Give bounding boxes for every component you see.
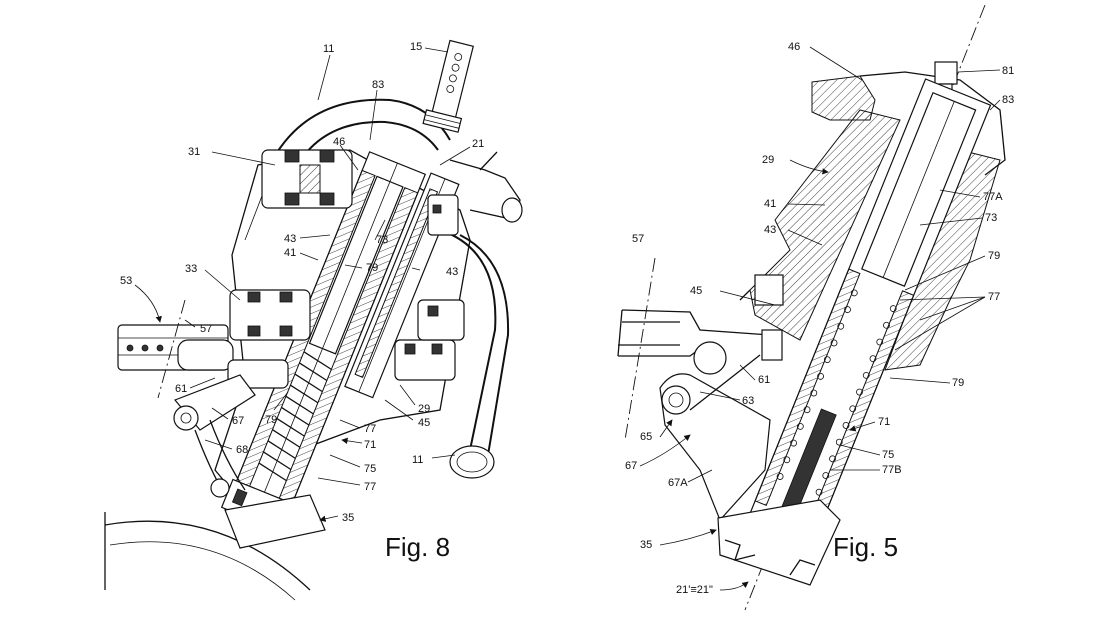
fig8-bearing-right (394, 299, 465, 381)
fig5-label-81: 81 (1002, 65, 1014, 77)
fig5-clevis (617, 309, 783, 375)
fig8-label-75: 75 (364, 463, 376, 475)
fig8-label-53: 53 (120, 275, 132, 287)
fig5-label-35: 35 (640, 539, 652, 551)
fig8-bottom-mount (224, 494, 326, 549)
fig5-label-77: 77 (988, 291, 1000, 303)
fig5-label-79-lower: 79 (952, 377, 964, 389)
fig8-clevis (117, 324, 289, 389)
fig8-label-35: 35 (342, 512, 354, 524)
fig8-label-11-bottom: 11 (412, 454, 423, 466)
fig8-label-43-left: 43 (284, 233, 296, 245)
fig5-caption: Fig. 5 (833, 532, 898, 562)
fig8-link-arm (173, 374, 256, 498)
fig8-label-46: 46 (333, 136, 345, 148)
fig8-label-61: 61 (175, 383, 187, 395)
fig8-bearing-upper (261, 149, 353, 209)
fig8-housing (214, 149, 471, 501)
fig5-label-61: 61 (758, 374, 770, 386)
fig8-bearing-lower (229, 289, 311, 341)
fig8-label-41: 41 (284, 247, 296, 259)
fig5-bottom-mount (717, 499, 841, 586)
fig8-label-79-lower: 79 (265, 414, 277, 426)
fig5-label-75: 75 (882, 449, 894, 461)
fig5-label-77B: 77B (882, 464, 902, 476)
fig8-label-57: 57 (200, 323, 212, 335)
fig8-label-83: 83 (372, 79, 384, 91)
fig5-label-45: 45 (690, 285, 702, 297)
fig8-label-71: 71 (364, 439, 376, 451)
fig8-label-11-top: 11 (323, 43, 334, 55)
fig5-vertical-axis-57 (624, 257, 656, 441)
fig8-wheel-arc (104, 520, 311, 591)
fig5-label-65: 65 (640, 431, 652, 443)
fig5-main-body (749, 109, 901, 341)
fig8-label-43-right: 43 (446, 266, 458, 278)
fig5-label-57: 57 (632, 233, 644, 245)
fig8-label-15: 15 (410, 41, 422, 53)
fig5-label-67A: 67A (668, 477, 688, 489)
fig8-label-77-upper: 77 (364, 423, 376, 435)
fig5-label-71: 71 (878, 416, 890, 428)
fig8-label-77-lower: 77 (364, 481, 376, 493)
fig8-label-31: 31 (188, 146, 200, 158)
fig8-label-67: 67 (232, 415, 244, 427)
fig5-label-29: 29 (762, 154, 774, 166)
fig5-label-79-upper: 79 (988, 250, 1000, 262)
fig8-caption: Fig. 8 (385, 532, 450, 562)
fig5-label-46: 46 (788, 41, 800, 53)
fig8-label-45: 45 (418, 417, 430, 429)
fig5-label-67: 67 (625, 460, 637, 472)
fig8-label-29: 29 (418, 403, 430, 415)
fig8-label-73: 73 (376, 234, 388, 246)
fig5-label-83: 83 (1002, 94, 1014, 106)
fig5-label-21-axis: 21'≡21" (676, 584, 713, 596)
fig5-spring (776, 289, 897, 496)
fig8-label-68: 68 (236, 444, 248, 456)
fig8-tube-end (449, 445, 495, 479)
fig5-label-73: 73 (985, 212, 997, 224)
fig5-link-arm (659, 373, 771, 522)
fig5-label-43: 43 (764, 224, 776, 236)
fig8-label-79-upper: 79 (366, 262, 378, 274)
fig8-spring (258, 351, 332, 482)
figure-8: 11 15 83 31 46 21 43 73 41 79 43 33 53 5… (104, 39, 523, 601)
fig5-top-cap (934, 61, 958, 85)
fig8-label-21: 21 (472, 138, 484, 150)
fig5-label-63: 63 (742, 395, 754, 407)
fig5-label-77A: 77A (983, 191, 1003, 203)
fig5-label-41: 41 (764, 198, 776, 210)
fig5-shock-column (748, 78, 992, 542)
fig8-label-33: 33 (185, 263, 197, 275)
fig8-steerer-tube (422, 39, 474, 133)
figure-5: 46 81 83 29 77A 41 73 43 57 79 45 77 61 … (617, 4, 1014, 611)
